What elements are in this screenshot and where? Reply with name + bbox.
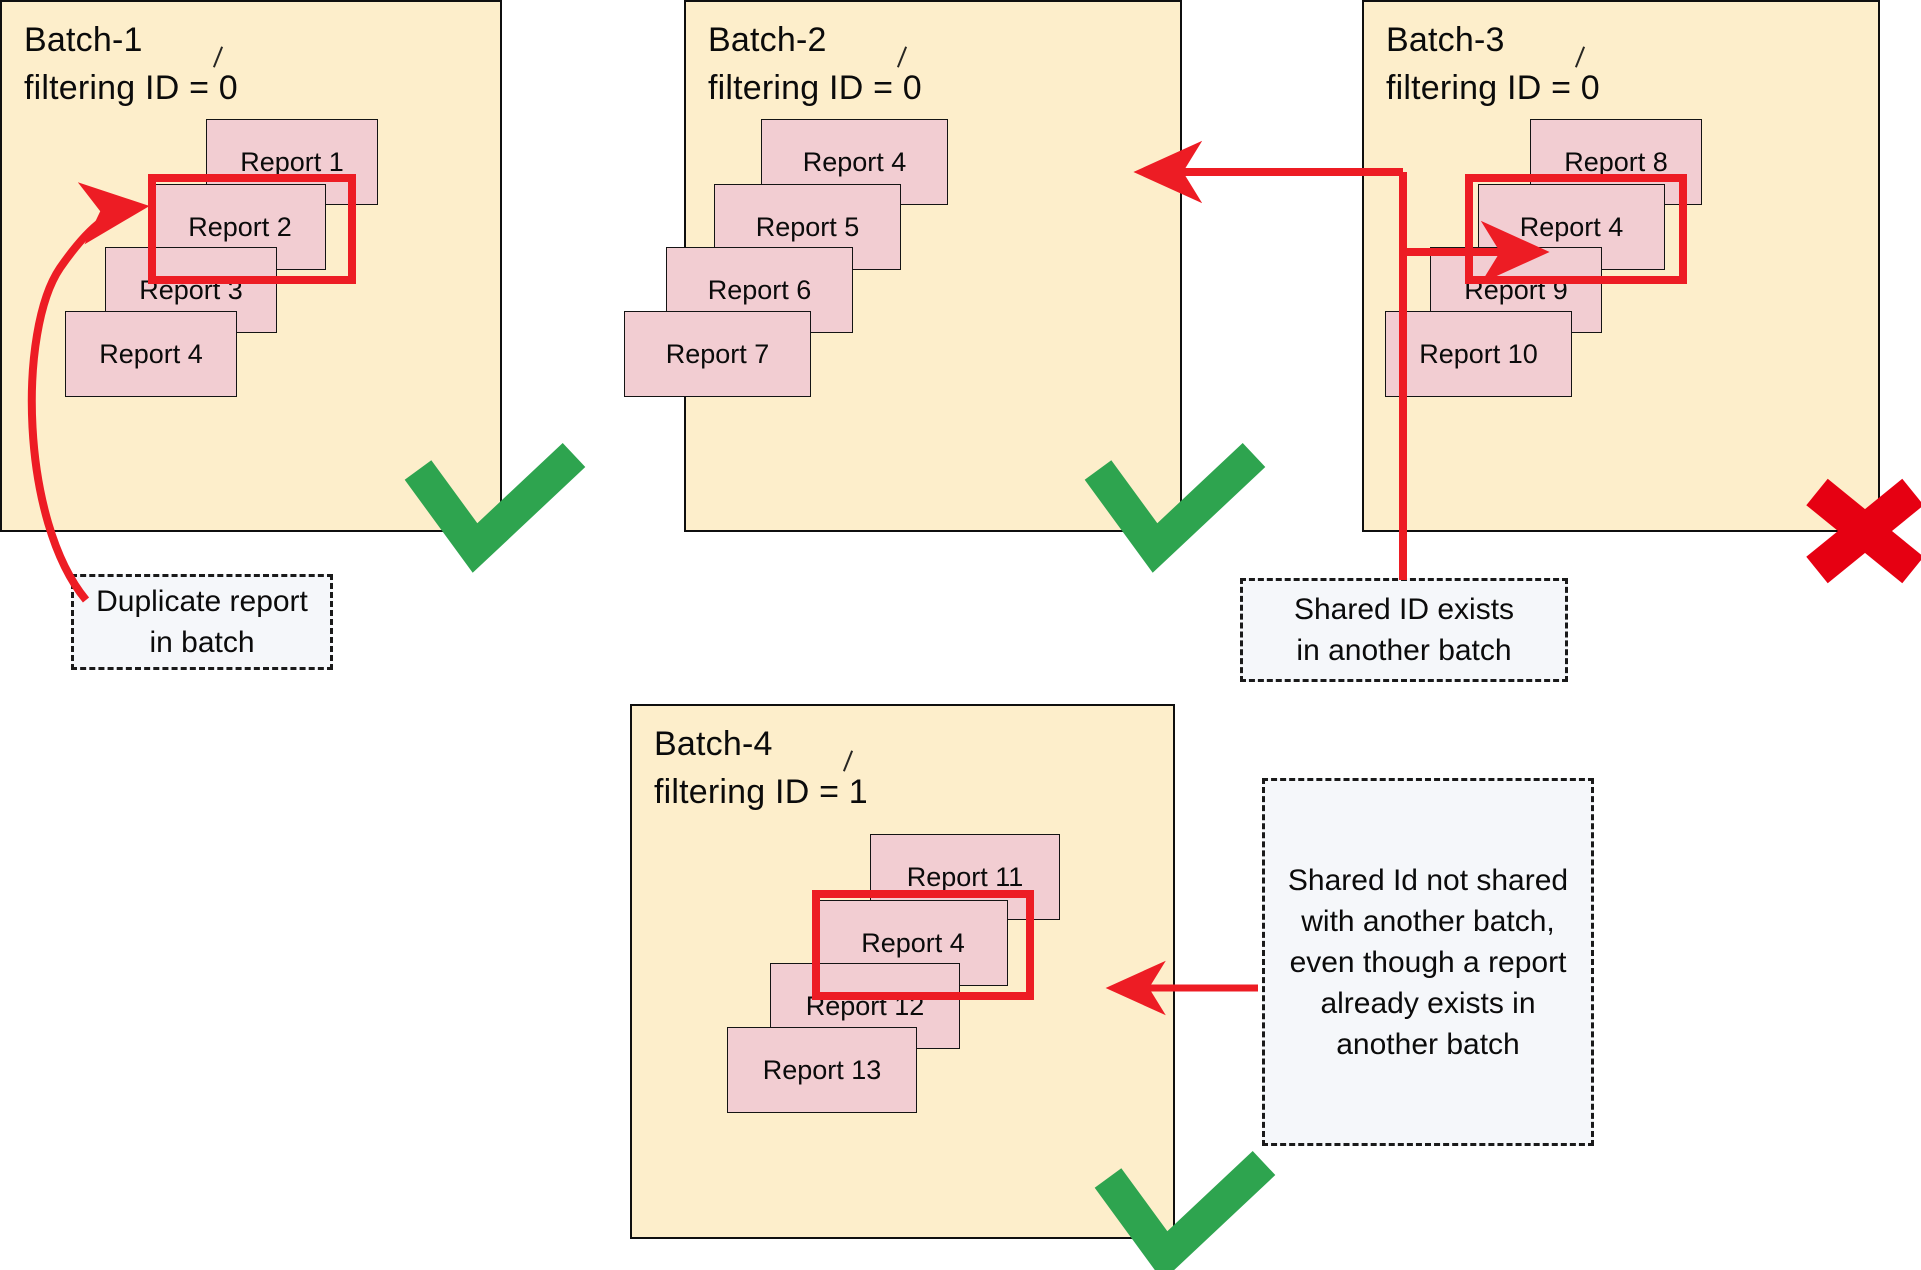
callout-shared-id-exists: Shared ID exists in another batch xyxy=(1240,578,1568,682)
report-label: Report 5 xyxy=(755,211,860,242)
highlight-box-batch-4 xyxy=(812,890,1034,1000)
report-label: Report 4 xyxy=(99,338,203,369)
callout-text: Shared ID exists in another batch xyxy=(1293,593,1515,667)
callout-shared-id-not-shared: Shared Id not shared with another batch,… xyxy=(1262,778,1594,1146)
report-label: Report 6 xyxy=(707,274,812,305)
callout-text: Duplicate report in batch xyxy=(96,585,308,659)
report-card-b2-r4[interactable]: Report 7 xyxy=(624,311,811,397)
report-label: Report 8 xyxy=(1564,146,1668,177)
report-card-b4-r4[interactable]: Report 13 xyxy=(727,1027,917,1113)
report-label: Report 10 xyxy=(1419,338,1538,369)
report-label: Report 7 xyxy=(665,338,770,369)
report-label: Report 11 xyxy=(906,861,1024,892)
callout-duplicate-report: Duplicate report in batch xyxy=(71,574,333,670)
report-card-b1-r4[interactable]: Report 4 xyxy=(65,311,237,397)
report-label: Report 4 xyxy=(802,146,907,177)
report-label: Report 2 xyxy=(188,211,292,242)
report-card-b3-r4[interactable]: Report 10 xyxy=(1385,311,1572,397)
highlight-box-batch-3 xyxy=(1465,174,1687,284)
callout-text: Shared Id not shared with another batch,… xyxy=(1287,863,1569,1061)
highlight-box-batch-1 xyxy=(148,174,356,284)
report-label: Report 13 xyxy=(762,1054,882,1085)
report-label: Report 1 xyxy=(240,146,344,177)
report-label: Report 4 xyxy=(861,927,965,958)
